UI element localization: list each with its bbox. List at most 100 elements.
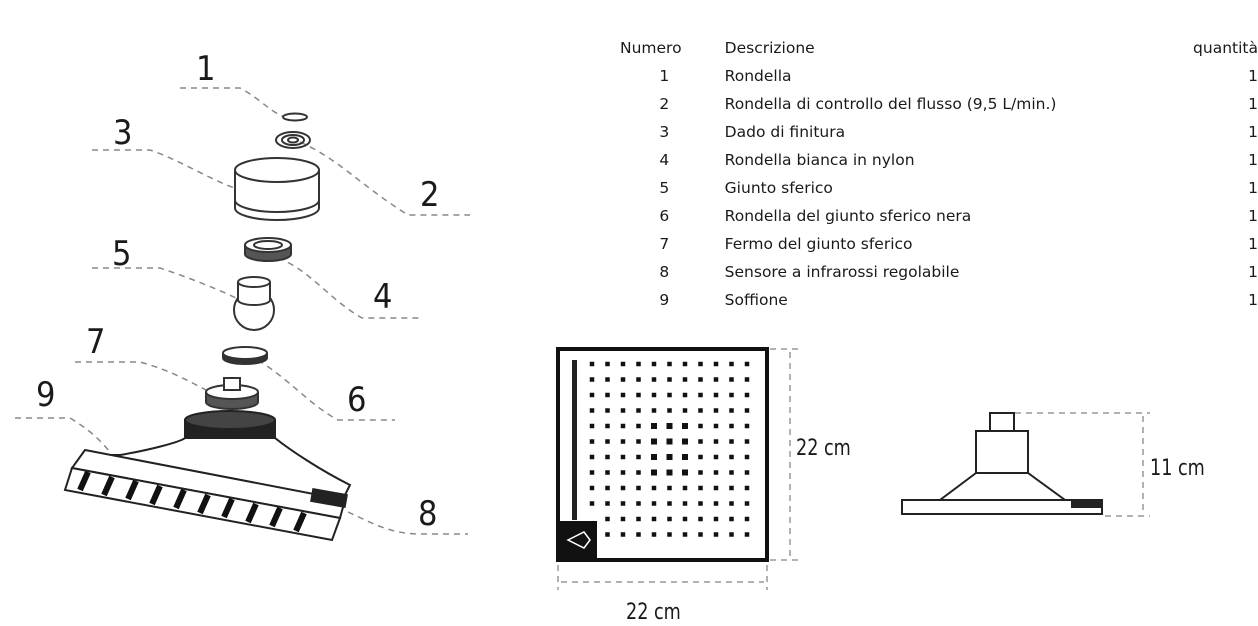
infrared-sensor-part (310, 487, 348, 509)
nozzle-dot (636, 377, 641, 382)
nozzle-dot (667, 377, 672, 382)
nozzle-dot (744, 532, 750, 537)
nozzle-dot (667, 532, 672, 537)
nozzle-dot (620, 408, 626, 413)
table-header-row: Numero Descrizione quantità (620, 34, 1258, 62)
nozzle-dot (713, 454, 719, 460)
nozzle-dot (589, 392, 595, 398)
nozzle-dot (605, 470, 610, 475)
nozzle-dot (682, 361, 688, 367)
nozzle-dot (682, 377, 688, 382)
nozzle-dot (744, 408, 750, 413)
callout-3: 3 (113, 113, 133, 153)
header-quantity: quantità (1193, 39, 1258, 57)
nozzle-dot (698, 377, 703, 382)
nylon-washer-part (244, 237, 292, 262)
nozzle-dot (605, 485, 610, 491)
leader-line-2 (299, 141, 470, 216)
top-view-dimension-lines (557, 348, 800, 590)
nozzle-dot (620, 516, 626, 522)
nozzle-dot (605, 532, 610, 537)
nozzle-dot (729, 377, 734, 382)
cell-number: 6 (659, 207, 670, 225)
leader-line-4 (277, 257, 420, 319)
nozzle-dot (744, 485, 750, 491)
header-number: Numero (620, 39, 682, 57)
cell-description: Sensore a infrarossi regolabile (724, 263, 960, 281)
nozzle-dot (636, 439, 641, 444)
nozzle-dot (698, 423, 703, 429)
nozzle-dot (744, 454, 750, 460)
nozzle-slots (77, 470, 307, 533)
nozzle-dot (682, 485, 688, 491)
nozzle-dot (698, 516, 703, 522)
nozzle-dot (698, 392, 703, 398)
nozzle-dot (667, 516, 672, 522)
nozzle-dot (667, 485, 672, 491)
cell-description: Dado di finitura (724, 123, 846, 141)
nozzle-dot (620, 361, 626, 367)
leader-line-5 (92, 267, 241, 301)
nozzle-dot (666, 423, 673, 429)
cell-number: 8 (659, 263, 670, 281)
top-view-drawing (556, 347, 769, 562)
nozzle-dot (636, 485, 641, 491)
callout-6: 6 (347, 380, 367, 420)
nozzle-dot (729, 408, 734, 413)
callout-8: 8 (418, 494, 438, 534)
finishing-nut-part (234, 157, 320, 221)
nozzle-dot (698, 485, 703, 491)
leader-line-9 (15, 417, 111, 453)
cell-quantity: 1 (1248, 95, 1258, 113)
nozzle-dot (651, 392, 657, 398)
cell-quantity: 1 (1248, 291, 1258, 309)
nozzle-dot (682, 501, 688, 506)
nozzle-dot (605, 439, 610, 444)
cell-description: Rondella di controllo del flusso (9,5 L/… (724, 95, 1057, 113)
nozzle-dot (589, 501, 595, 506)
nozzle-dot (744, 516, 750, 522)
cell-number: 5 (659, 179, 670, 197)
nozzle-dot (713, 361, 719, 367)
nozzle-dot (744, 439, 750, 444)
leader-line-8 (347, 511, 468, 535)
nozzle-dot (682, 438, 688, 445)
nozzle-dot (744, 377, 750, 382)
nozzle-dot (729, 423, 734, 429)
nozzle-dot (729, 501, 734, 506)
nozzle-dot (682, 469, 688, 476)
nozzle-dot (636, 501, 641, 506)
nozzle-dot (605, 408, 610, 413)
cell-number: 3 (659, 123, 670, 141)
ball-joint-part (233, 276, 275, 331)
black-washer-part (222, 346, 268, 365)
nozzle-dot (620, 532, 626, 537)
nozzle-dot (605, 516, 610, 522)
side-view-dimension-lines (1015, 412, 1150, 517)
nozzle-dot (589, 423, 595, 429)
flow-control-washer-part (275, 131, 311, 149)
cell-description: Soffione (724, 291, 788, 309)
callout-5: 5 (112, 234, 132, 274)
nozzle-dot (605, 377, 610, 382)
callout-2: 2 (420, 175, 440, 215)
nozzle-dot (682, 516, 688, 522)
nozzle-dot (713, 485, 719, 491)
nozzle-dot (605, 501, 610, 506)
nozzle-dot (605, 361, 610, 367)
cell-description: Fermo del giunto sferico (724, 235, 913, 253)
nozzle-dot (667, 361, 672, 367)
nozzle-dot (636, 470, 641, 475)
leader-line-6 (257, 359, 395, 421)
nozzle-dot (666, 438, 673, 445)
nozzle-dot (667, 408, 672, 413)
callout-9: 9 (36, 375, 56, 415)
nozzle-dot (682, 423, 688, 429)
nozzle-dot (589, 361, 595, 367)
nozzle-dot (698, 454, 703, 460)
